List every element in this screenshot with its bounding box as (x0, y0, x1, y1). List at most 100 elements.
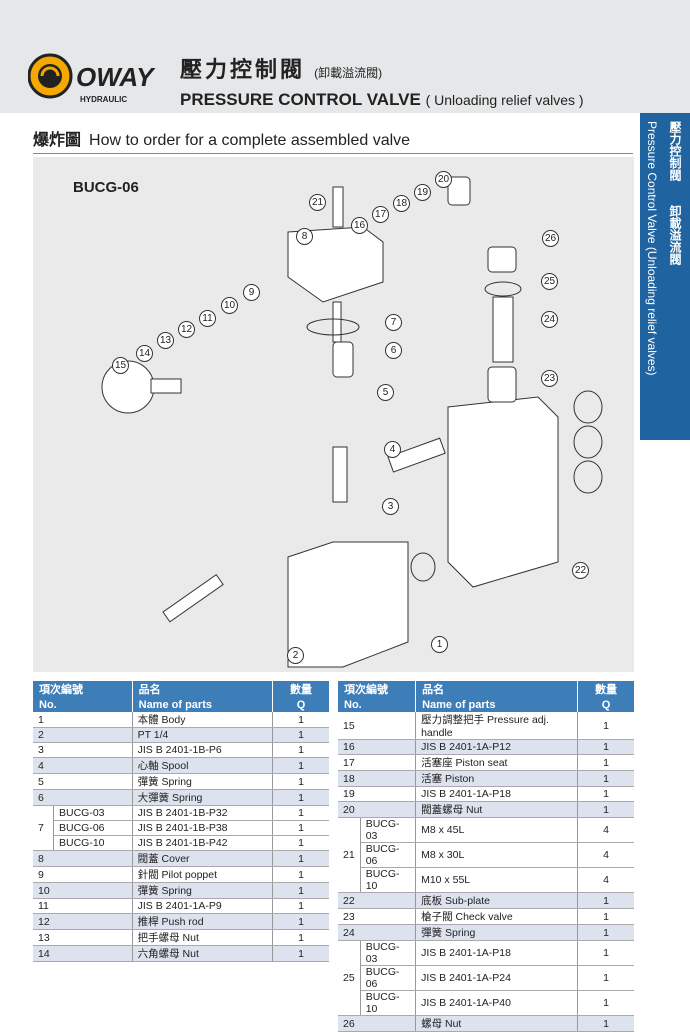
row-no: 5 (33, 773, 133, 790)
row-name: 閥蓋 Cover (132, 850, 274, 867)
callout-1: 1 (431, 636, 448, 653)
callout-8: 8 (296, 228, 313, 245)
row-qty: 1 (272, 757, 329, 774)
brand-sub-text: HYDRAULIC (80, 95, 127, 104)
oway-logo: OWAY HYDRAULIC (28, 53, 156, 104)
row-qty: 1 (577, 924, 634, 941)
row-name: M10 x 55L (415, 867, 578, 893)
row-qty: 1 (272, 835, 329, 851)
header-name-cn: 品名 (132, 681, 274, 697)
callout-20: 20 (435, 171, 452, 188)
callout-3: 3 (382, 498, 399, 515)
header-q-cn: 數量 (272, 681, 329, 697)
row-no: 11 (33, 898, 133, 914)
row-no: 10 (33, 882, 133, 899)
row-qty: 1 (577, 712, 634, 740)
row-model: BUCG-10 (359, 990, 417, 1016)
callout-9: 9 (243, 284, 260, 301)
row-qty: 1 (272, 945, 329, 962)
row-no: 19 (338, 786, 417, 802)
row-no: 1 (33, 712, 133, 728)
row-name: 槍子閥 Check valve (415, 908, 578, 925)
row-no: 14 (33, 945, 133, 962)
callout-15: 15 (112, 357, 129, 374)
header-name-en: Name of parts (132, 697, 274, 712)
row-qty: 1 (577, 965, 634, 991)
row-name: JIS B 2401-1A-P12 (415, 739, 578, 755)
table-header-row: 項次編號品名數量 (338, 681, 634, 697)
row-name: 彈簧 Spring (132, 882, 274, 899)
row-name: PT 1/4 (132, 727, 274, 743)
header-no-en: No. (33, 697, 133, 712)
callout-21: 21 (309, 194, 326, 211)
callout-7: 7 (385, 314, 402, 331)
row-name: JIS B 2401-1A-P18 (415, 940, 578, 966)
row-name: M8 x 30L (415, 842, 578, 868)
row-name: M8 x 45L (415, 817, 578, 843)
callout-6: 6 (385, 342, 402, 359)
row-name: JIS B 2401-1B-P32 (132, 805, 274, 821)
callout-26: 26 (542, 230, 559, 247)
row-no: 21 (338, 817, 361, 893)
row-name: 大彈簧 Spring (132, 789, 274, 806)
row-model: BUCG-03 (53, 805, 133, 821)
row-name: 彈簧 Spring (415, 924, 578, 941)
row-no: 20 (338, 801, 417, 818)
row-name: 活塞座 Piston seat (415, 754, 578, 771)
row-name: 把手螺母 Nut (132, 929, 274, 946)
row-qty: 1 (577, 739, 634, 755)
row-qty: 1 (577, 801, 634, 818)
row-no: 18 (338, 770, 417, 787)
row-no: 25 (338, 940, 361, 1016)
row-name: 六角螺母 Nut (132, 945, 274, 962)
title-cn: 壓力控制閥 (卸載溢流閥) (180, 57, 383, 82)
row-model: BUCG-06 (359, 842, 417, 868)
row-qty: 1 (272, 820, 329, 836)
row-name: 心軸 Spool (132, 757, 274, 774)
exploded-drawing (101, 176, 603, 668)
callout-13: 13 (157, 332, 174, 349)
row-no: 23 (338, 908, 417, 925)
callout-14: 14 (136, 345, 153, 362)
callout-5: 5 (377, 384, 394, 401)
header-q-en: Q (577, 697, 634, 712)
callout-2: 2 (287, 647, 304, 664)
callout-17: 17 (372, 206, 389, 223)
row-qty: 1 (577, 940, 634, 966)
row-qty: 1 (272, 742, 329, 758)
callout-11: 11 (199, 310, 216, 327)
row-no: 26 (338, 1015, 417, 1032)
row-qty: 4 (577, 817, 634, 843)
row-name: 螺母 Nut (415, 1015, 578, 1032)
side-tab[interactable]: 壓力控制閥 卸載溢流閥 Pressure Control Valve (Unlo… (640, 113, 690, 440)
row-qty: 1 (272, 850, 329, 867)
header-name-cn: 品名 (415, 681, 578, 697)
row-model: BUCG-06 (359, 965, 417, 991)
